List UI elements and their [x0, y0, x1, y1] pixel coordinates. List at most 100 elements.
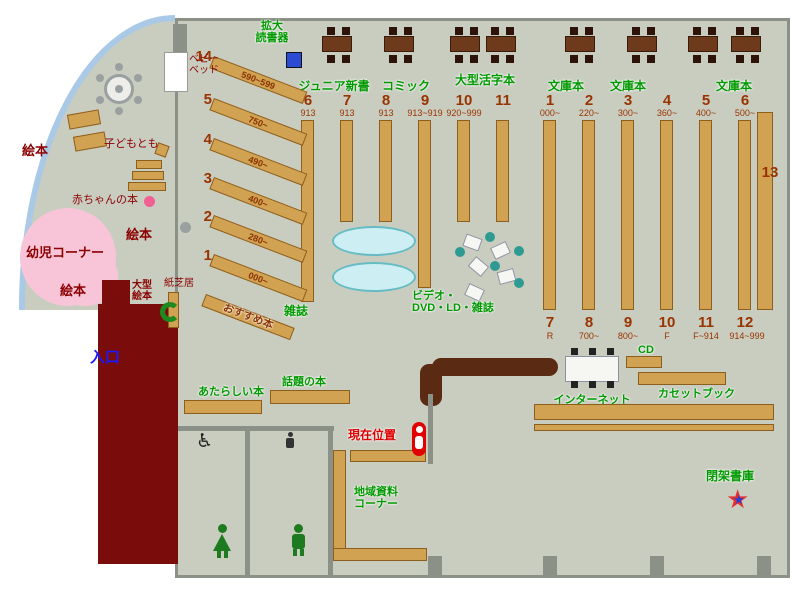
toilet-male-icon	[288, 524, 308, 560]
wall	[428, 394, 433, 464]
baby-bed	[164, 52, 188, 92]
star-icon: ★	[726, 484, 750, 514]
shelf-number: 7	[545, 314, 555, 331]
shelf-number: 1	[203, 247, 212, 264]
step-bench	[128, 182, 166, 191]
shelf-range: 913~919	[407, 108, 443, 118]
toilet-female-icon	[212, 524, 232, 560]
shelf-range: 000~	[539, 108, 561, 118]
magazine-label: 雑誌	[284, 304, 309, 318]
reading-table	[384, 27, 414, 52]
shelf-number: 6	[303, 92, 313, 109]
shelf-range: 700~	[578, 331, 600, 341]
pillar	[180, 222, 191, 233]
shelf-number: 14	[195, 48, 212, 65]
reading-table	[627, 27, 657, 52]
baby-care-icon	[284, 432, 296, 450]
shelf-number: 5	[203, 91, 212, 108]
step-bench	[132, 171, 164, 180]
current-position-label: 現在位置	[348, 428, 397, 442]
toddler-corner-label: 幼児コーナー	[26, 245, 105, 260]
shelf-number: 11	[698, 314, 714, 331]
stool	[455, 247, 465, 257]
magazine-display	[332, 226, 416, 256]
kidney-table	[160, 302, 180, 322]
shelf-number: 9	[420, 92, 430, 109]
shelf-range: F~914	[693, 331, 719, 341]
wall-pillar	[650, 556, 664, 578]
reading-table	[450, 27, 480, 52]
wall-shelf	[534, 424, 774, 431]
magnifier-label: 拡大 読書器	[255, 20, 289, 45]
shelf-range: 220~	[578, 108, 600, 118]
current-position-marker	[412, 422, 426, 456]
local-materials-label: 地域資料 コーナー	[354, 486, 398, 511]
picture-books-label: 絵本	[126, 227, 153, 242]
step-bench	[136, 160, 162, 169]
shelf-number: 10	[455, 92, 473, 109]
shelf-number: 4	[662, 92, 672, 109]
baby-books-label: 赤ちゃんの本	[72, 194, 138, 206]
magazine-display	[332, 262, 416, 292]
wall-pillar	[543, 556, 557, 578]
shelf-number: 10	[658, 314, 676, 331]
baby-bed-label: ベビー ベッド	[189, 54, 219, 77]
wall	[245, 426, 250, 575]
round-table	[104, 74, 134, 104]
shelf-number: 3	[623, 92, 633, 109]
magnifier-device	[286, 52, 302, 68]
shelf-number: 3	[203, 170, 212, 187]
wall-pillar	[173, 24, 187, 52]
picture-books-label: 絵本	[22, 143, 49, 158]
wall	[178, 426, 334, 431]
closed-stacks-label: 閉架書庫	[706, 469, 755, 483]
shelf-column	[621, 120, 634, 310]
shelf-column-13	[757, 112, 773, 310]
shelf-range: F	[664, 331, 670, 341]
shelf-range: 800~	[617, 331, 639, 341]
shelf-range: 400~	[695, 108, 717, 118]
reading-table	[565, 27, 595, 52]
reading-table	[731, 27, 761, 52]
shelf-column	[340, 120, 353, 222]
wheelchair-icon: ♿	[196, 431, 214, 452]
entrance-wall	[98, 304, 178, 564]
local-materials-shelf	[350, 450, 426, 462]
shelf-number: 8	[584, 314, 594, 331]
entrance-label: 入口	[90, 349, 121, 366]
topic-books-label: 話題の本	[282, 376, 326, 388]
reading-table	[322, 27, 352, 52]
local-materials-shelf	[333, 548, 427, 561]
shelf-column	[738, 120, 751, 310]
section-label-bunko2: 文庫本	[609, 79, 646, 93]
wall	[328, 426, 333, 575]
stool	[514, 246, 524, 256]
shelf-number-13: 13	[761, 164, 779, 181]
new-books-label: あたらしい本	[198, 386, 264, 398]
cassette-shelf	[638, 372, 726, 385]
shelf-column	[457, 120, 470, 222]
reading-table	[688, 27, 718, 52]
shelf-range: R	[546, 331, 554, 341]
shelf-range: 920~999	[446, 108, 482, 118]
shelf-column	[699, 120, 712, 310]
shelf-number: 9	[623, 314, 633, 331]
kamishibai-label: 紙芝居	[164, 278, 194, 289]
local-materials-shelf	[333, 450, 346, 560]
shelf-column	[496, 120, 509, 222]
shelf-number: 11	[495, 92, 511, 109]
new-books-shelf	[184, 400, 262, 414]
star-icon: ★	[733, 492, 745, 507]
shelf-range: 300~	[617, 108, 639, 118]
section-label-junior: ジュニア新書	[298, 79, 370, 93]
shelf-range: 914~999	[729, 331, 765, 341]
topic-books-shelf	[270, 390, 350, 404]
wall-pillar	[757, 556, 771, 578]
video-label: ビデオ・ DVD・LD・雑誌	[412, 290, 494, 315]
shelf-number: 6	[740, 92, 750, 109]
stool	[490, 261, 500, 271]
shelf-number: 1	[545, 92, 555, 109]
section-label-bunko3: 文庫本	[715, 79, 752, 93]
closed-stacks-star: ★ ★	[726, 486, 756, 514]
shelf-column	[543, 120, 556, 310]
